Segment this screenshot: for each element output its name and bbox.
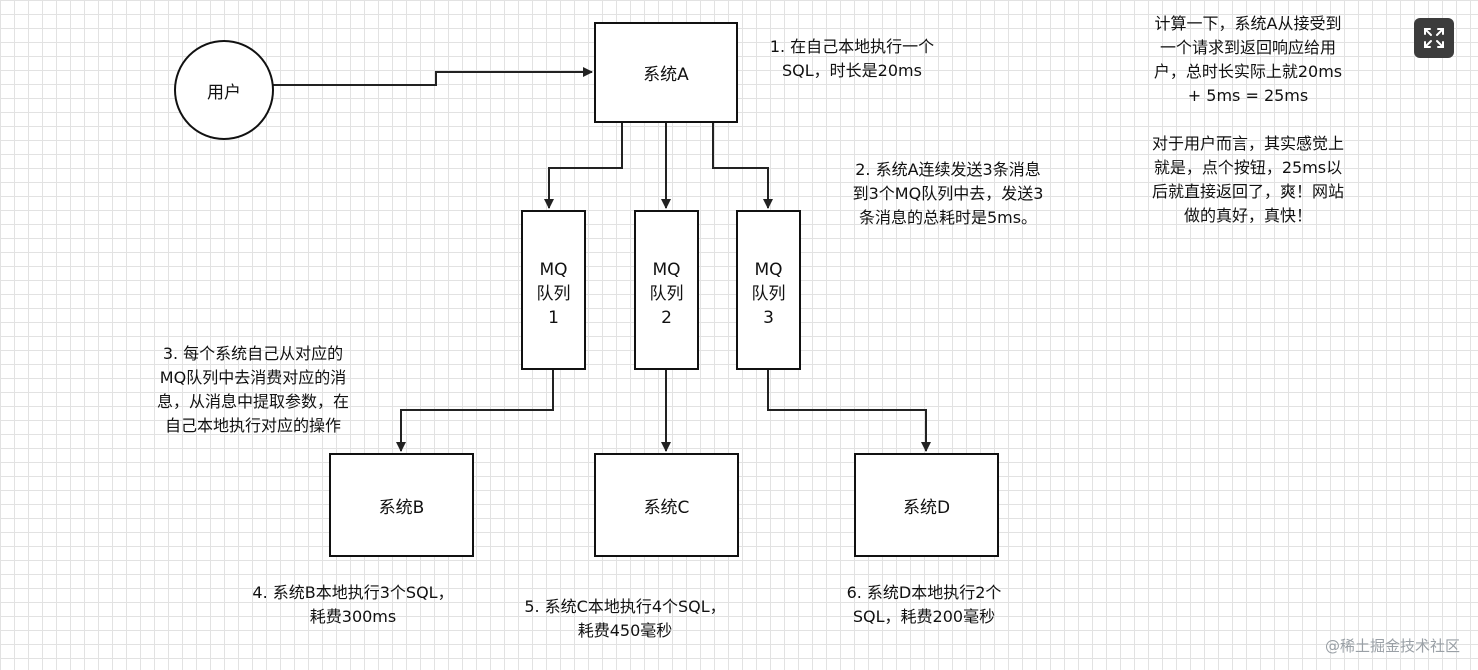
mq-queue-3-line1: MQ [754,260,783,280]
note-total-time-line7: 后就直接返回了，爽！网站 [1151,182,1344,201]
note-step-3: 3. 每个系统自己从对应的 MQ队列中去消费对应的消 息，从消息中提取参数，在 … [128,342,378,438]
user-node: 用户 [174,40,274,140]
note-step-4: 4. 系统B本地执行3个SQL， 耗费300ms [218,581,488,629]
mq-queue-1: MQ 队列 1 [521,210,586,370]
note-step-5-line1: 5. 系统C本地执行4个SQL， [524,597,726,616]
note-step-3-line4: 自己本地执行对应的操作 [164,416,341,435]
edge-system-a-to-mq3 [712,122,773,209]
expand-arrows-icon [1424,28,1444,48]
system-c-label: 系统C [643,497,690,518]
note-step-5-line2: 耗费450毫秒 [577,621,673,640]
expand-button[interactable] [1414,18,1454,58]
note-step-1: 1. 在自己本地执行一个 SQL，时长是20ms [752,35,952,83]
note-step-2-line3: 条消息的总耗时是5ms。 [858,208,1038,227]
watermark: @稀土掘金技术社区 [1324,637,1460,655]
note-total-time-line3: 户，总时长实际上就20ms [1153,62,1343,81]
note-total-time-spacer [1118,108,1378,132]
note-step-1-line1: 1. 在自己本地执行一个 [769,37,935,56]
system-d-node: 系统D [854,453,999,557]
mq-queue-1-line3: 1 [548,308,559,328]
note-step-6: 6. 系统D本地执行2个 SQL，耗费200毫秒 [814,581,1034,629]
system-d-label: 系统D [902,497,951,518]
system-c-node: 系统C [594,453,739,557]
note-step-6-line2: SQL，耗费200毫秒 [852,607,996,626]
note-step-3-line1: 3. 每个系统自己从对应的 [162,344,344,363]
note-total-time-line1: 计算一下，系统A从接受到 [1154,14,1342,33]
note-step-4-line1: 4. 系统B本地执行3个SQL， [252,583,454,602]
note-step-3-line2: MQ队列中去消费对应的消 [159,368,347,387]
user-label: 用户 [207,82,241,103]
note-total-time-line2: 一个请求到返回响应给用 [1159,38,1336,57]
note-step-2: 2. 系统A连续发送3条消息 到3个MQ队列中去，发送3 条消息的总耗时是5ms… [828,158,1068,230]
note-step-3-line3: 息，从消息中提取参数，在 [156,392,349,411]
note-step-5: 5. 系统C本地执行4个SQL， 耗费450毫秒 [490,595,760,643]
note-total-time-line8: 做的真好，真快！ [1183,206,1312,225]
mq-queue-2-line1: MQ [652,260,681,280]
system-a-node: 系统A [594,22,738,123]
edge-mq3-to-system-d [767,369,931,452]
mq-queue-3-line3: 3 [763,308,774,328]
mq-queue-1-line2: 队列 [536,284,571,304]
note-total-time-line5: 对于用户而言，其实感觉上 [1151,134,1344,153]
system-b-label: 系统B [378,497,425,518]
note-step-4-line2: 耗费300ms [309,607,397,626]
note-step-1-line2: SQL，时长是20ms [782,61,922,80]
mq-queue-2-line3: 2 [661,308,672,328]
mq-queue-2: MQ 队列 2 [634,210,699,370]
mq-queue-2-line2: 队列 [649,284,684,304]
note-step-6-line1: 6. 系统D本地执行2个 [846,583,1002,602]
note-total-time-line4: + 5ms = 25ms [1187,86,1309,105]
note-total-time: 计算一下，系统A从接受到 一个请求到返回响应给用 户，总时长实际上就20ms +… [1118,12,1378,228]
edge-system-a-to-mq1 [544,122,623,209]
system-b-node: 系统B [329,453,474,557]
mq-queue-1-line1: MQ [539,260,568,280]
edge-user-to-system-a [273,67,593,86]
mq-queue-3-line2: 队列 [751,284,786,304]
note-total-time-line6: 就是，点个按钮，25ms以 [1153,158,1343,177]
edge-mq1-to-system-b [396,369,554,452]
mq-queue-3: MQ 队列 3 [736,210,801,370]
system-a-label: 系统A [643,65,689,85]
note-step-2-line2: 到3个MQ队列中去，发送3 [852,184,1044,203]
note-step-2-line1: 2. 系统A连续发送3条消息 [855,160,1041,179]
